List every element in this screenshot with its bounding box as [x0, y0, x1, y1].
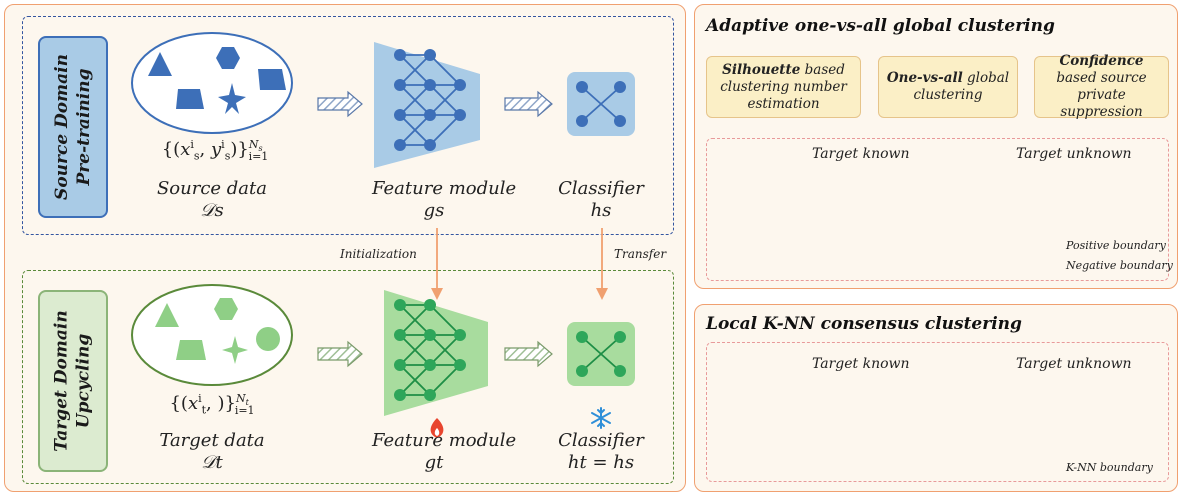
target-classifier-label: Classifier: [558, 430, 644, 451]
target-classifier: [567, 322, 635, 386]
knn-boundary-label: K-NN boundary: [1066, 461, 1153, 474]
transfer-label: Transfer: [614, 247, 667, 261]
step-confidence: Confidence based source private suppress…: [1034, 53, 1169, 120]
knn-clustering-title: Local K-NN consensus clustering: [706, 314, 1022, 334]
target-formula: {(xit, )}Nti=1: [169, 392, 255, 417]
step-silhouette: Silhouette based clustering number estim…: [706, 56, 861, 118]
source-data-ellipse: [131, 32, 293, 134]
step-2-bold: One-vs-all: [886, 70, 963, 86]
global-cluster-box: [706, 138, 1169, 281]
negative-boundary-label: Negative boundary: [1066, 259, 1173, 272]
source-feature-module: [374, 42, 480, 168]
target-arrow-2: [504, 340, 553, 368]
target-domain-tag: Target Domain Upcycling: [38, 290, 108, 472]
step-one-vs-all: One-vs-all global clustering: [878, 56, 1018, 118]
parallelogram-shape: [258, 69, 286, 90]
source-feature-symbol: gs: [423, 200, 445, 221]
source-feature-label: Feature module: [372, 178, 517, 199]
source-classifier-label: Classifier: [558, 178, 644, 199]
target-feature-label: Feature module: [372, 430, 517, 451]
step-1-rest: based clustering number estimation: [720, 61, 847, 112]
trapezoid-shape: [176, 89, 204, 109]
initialization-label: Initialization: [340, 247, 417, 261]
source-formula: {(xis, yis)}Nsi=1: [161, 138, 269, 163]
star-shape: [222, 336, 248, 364]
source-data-symbol: 𝒟s: [200, 200, 224, 221]
target-known-label-bottom: Target known: [812, 356, 910, 372]
transfer-arrow: [596, 228, 608, 300]
step-1-bold: Silhouette: [722, 61, 801, 78]
target-feature-symbol: gt: [424, 452, 444, 473]
source-classifier-symbol: hs: [590, 200, 612, 221]
step-3-rest: based source private suppression: [1056, 70, 1147, 120]
circle-shape: [256, 327, 280, 351]
target-data-ellipse: [131, 284, 293, 386]
triangle-shape: [148, 52, 172, 76]
source-classifier: [567, 72, 635, 136]
source-arrow-2: [504, 90, 553, 118]
step-2-rest: global clustering: [913, 70, 1010, 103]
snowflake-icon: [591, 407, 611, 429]
star-shape: [218, 83, 246, 114]
positive-boundary-label: Positive boundary: [1066, 239, 1166, 252]
target-unknown-label-top: Target unknown: [1016, 146, 1132, 162]
target-feature-module: [384, 290, 488, 416]
local-cluster-box: [706, 342, 1169, 482]
target-unknown-label-bottom: Target unknown: [1016, 356, 1132, 372]
triangle-shape: [155, 303, 179, 327]
source-domain-box: [22, 16, 674, 235]
hexagon-shape: [214, 298, 238, 320]
target-data-label: Target data: [159, 430, 265, 451]
source-arrow-1: [317, 90, 363, 118]
initialization-arrow: [431, 228, 443, 300]
target-known-label-top: Target known: [812, 146, 910, 162]
global-clustering-title: Adaptive one-vs-all global clustering: [706, 16, 1055, 36]
step-3-bold: Confidence: [1059, 53, 1144, 69]
knn-clustering-panel: [694, 304, 1178, 492]
target-data-symbol: 𝒟t: [201, 452, 223, 473]
target-domain-box: [22, 270, 674, 484]
hexagon-shape: [216, 47, 240, 69]
global-clustering-panel: [694, 4, 1178, 289]
target-arrow-1: [317, 340, 363, 368]
target-classifier-symbol: ht = hs: [567, 452, 635, 473]
source-data-label: Source data: [156, 178, 268, 199]
fire-icon: [430, 418, 444, 438]
source-domain-tag: Source Domain Pre-training: [38, 36, 108, 218]
trapezoid-shape: [176, 340, 206, 360]
